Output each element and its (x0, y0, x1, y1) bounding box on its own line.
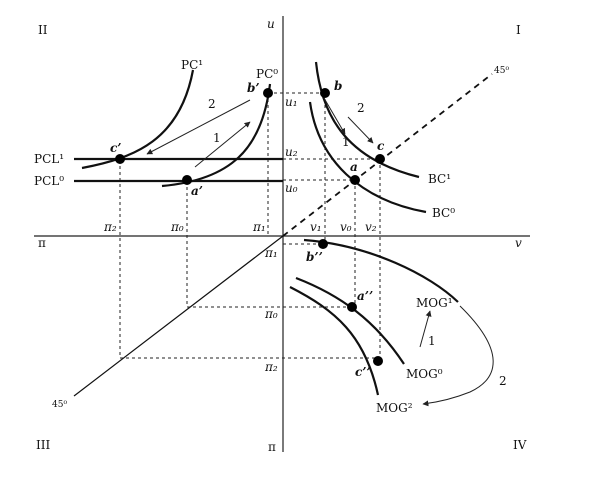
point-c (375, 154, 385, 164)
label-mog1: MOG¹ (416, 296, 453, 310)
axis-label-right: v (515, 236, 522, 250)
mog2-curve (289, 286, 380, 396)
diagonal-45-solid (73, 235, 284, 397)
tick-pi2-v: π₂ (264, 360, 278, 374)
label-point-b: b (334, 79, 342, 93)
axis-label-bottom: π (268, 440, 276, 454)
label-point-b-double-prime: b’’ (306, 250, 323, 264)
label-bc1: BC¹ (428, 172, 451, 186)
tick-u1: u₁ (285, 95, 298, 109)
label-point-c-double-prime: c’’ (355, 365, 371, 379)
axis-label-top: u (267, 17, 275, 31)
tick-u2: u₂ (285, 145, 298, 159)
point-c-prime (115, 154, 125, 164)
point-b (320, 88, 330, 98)
point-a-prime (182, 175, 192, 185)
pc1-curve (81, 69, 195, 170)
step-q4-1: 1 (428, 334, 436, 348)
bc0-curve (308, 101, 427, 214)
label-point-c: c (377, 139, 385, 153)
point-a-double-prime (347, 302, 357, 312)
step-q1-2: 2 (357, 101, 365, 115)
tick-v1: v₁ (310, 220, 322, 234)
bc1-curve (314, 61, 420, 179)
shift-arrows (146, 97, 494, 407)
label-point-a-double-prime: a’’ (357, 289, 373, 303)
label-point-b-prime: b’ (247, 81, 260, 95)
label-pc0: PC⁰ (256, 67, 278, 81)
label-pc1: PC¹ (181, 58, 203, 72)
label-mog2: MOG² (376, 401, 413, 415)
tick-pi2-h: π₂ (103, 220, 117, 234)
quadrant-label-2: II (38, 23, 48, 37)
axis-label-left: π (38, 236, 46, 250)
tick-pi0-h: π₀ (170, 220, 184, 234)
step-q4-2: 2 (499, 374, 507, 388)
step-q2-2: 2 (208, 97, 216, 111)
tick-u0: u₀ (285, 181, 298, 195)
label-mog0: MOG⁰ (406, 367, 443, 381)
label-point-a: a (350, 160, 358, 174)
step-q2-1: 1 (213, 131, 221, 145)
point-b-double-prime (318, 239, 328, 249)
mog0-curve (295, 276, 405, 365)
label-point-a-prime: a’ (191, 184, 203, 198)
angle-label-lower: 45⁰ (52, 400, 67, 410)
angle-label-upper: 45⁰ (494, 66, 509, 76)
diagonal-45-dashed (282, 73, 493, 237)
quadrant-label-3: III (36, 438, 50, 452)
label-point-c-prime: c’ (110, 141, 121, 155)
point-a (350, 175, 360, 185)
point-c-double-prime (373, 356, 383, 366)
tick-pi1-h: π₁ (252, 220, 266, 234)
point-b-prime (263, 88, 273, 98)
label-pcl1: PCL¹ (34, 152, 64, 166)
tick-pi0-v: π₀ (264, 307, 278, 321)
quadrant-label-4: IV (513, 438, 527, 452)
tick-v0: v₀ (340, 220, 352, 234)
step-q1-1: 1 (342, 135, 350, 149)
label-bc0: BC⁰ (432, 206, 455, 220)
quadrant-label-1: I (516, 23, 521, 37)
tick-pi1-v: π₁ (264, 246, 278, 260)
tick-v2: v₂ (365, 220, 377, 234)
label-pcl0: PCL⁰ (34, 174, 64, 188)
